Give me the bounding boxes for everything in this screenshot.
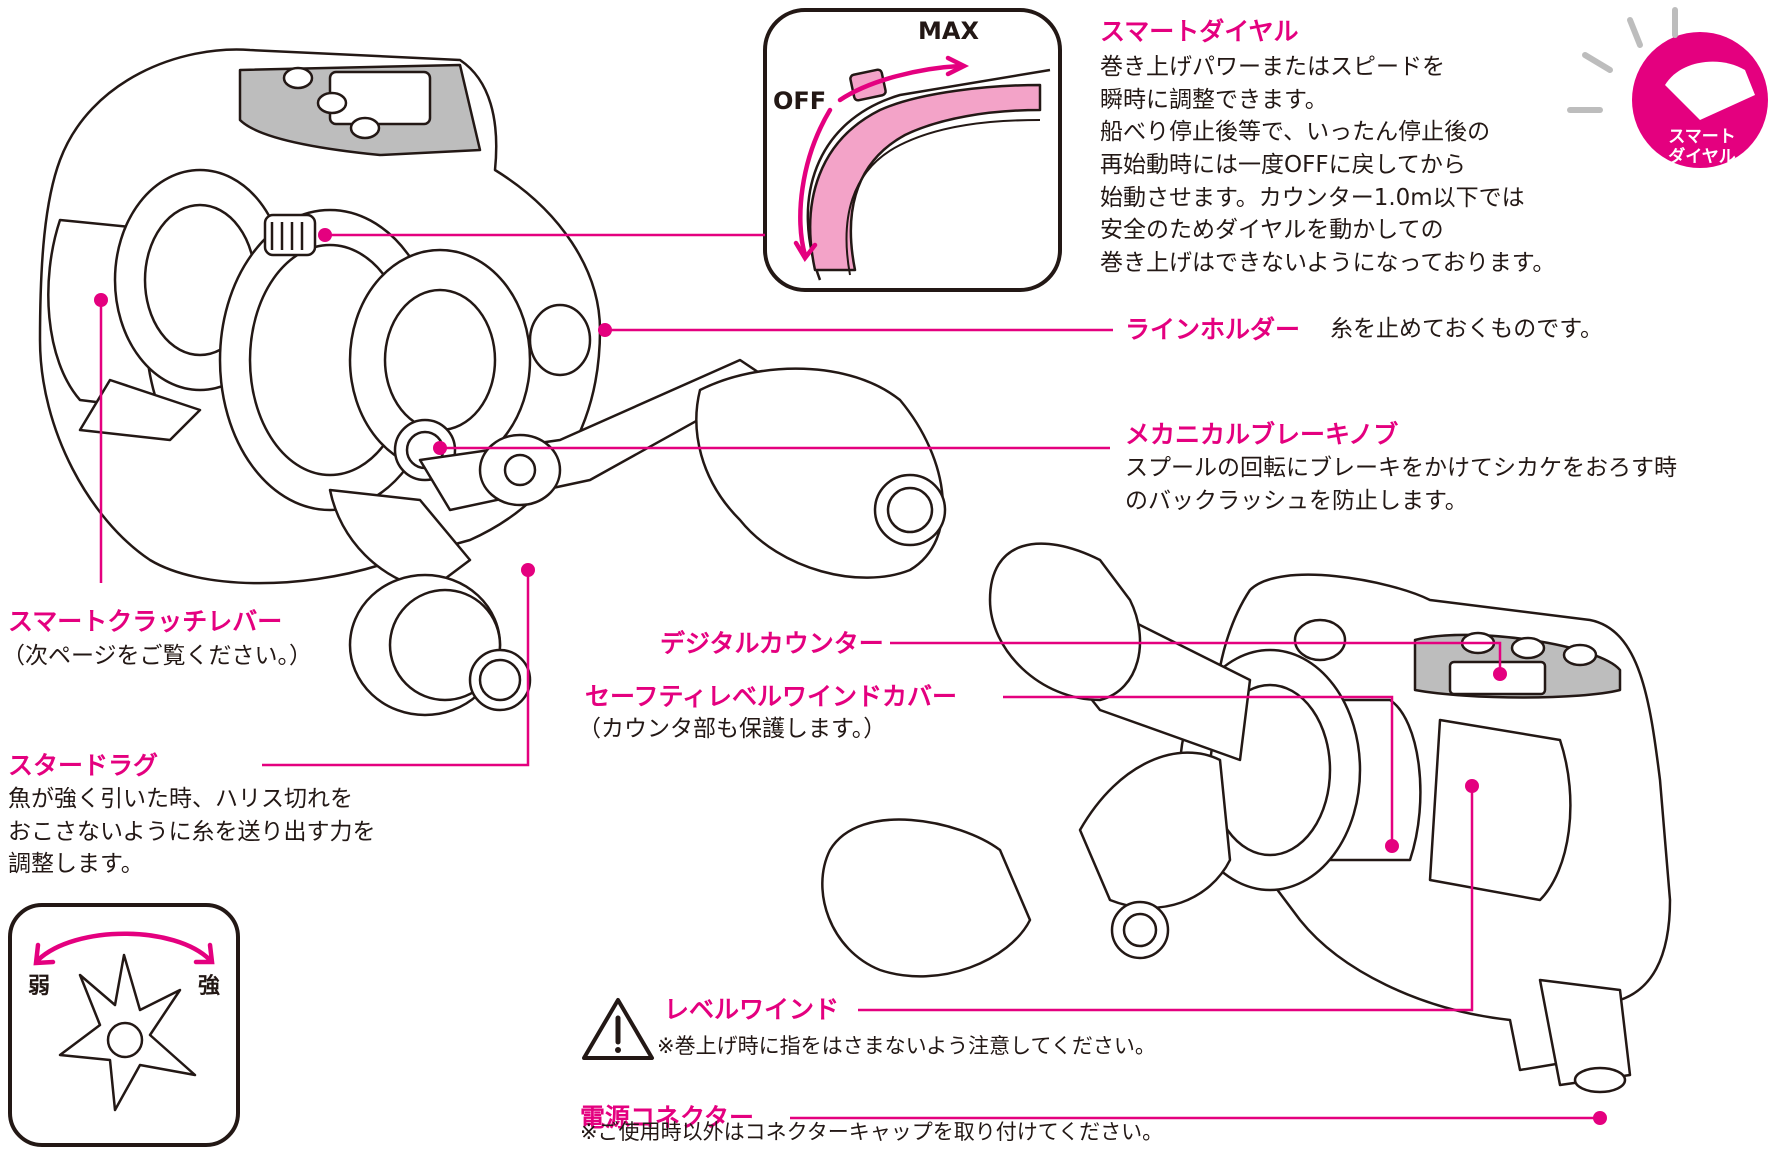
mech-brake-description: スプールの回転にブレーキをかけてシカケをおろす時 のバックラッシュを防止します。 [1125,452,1677,517]
star-drag-line: 魚が強く引いた時、ハリス切れを [8,786,353,812]
mech-brake-line: のバックラッシュを防止します。 [1125,487,1468,514]
smart-dial-line: 始動させます。カウンター1.0m以下では [1100,184,1525,211]
line-holder-title: ラインホルダー [1125,315,1301,344]
badge-line-2: ダイヤル [1668,146,1736,167]
star-drag-title: スタードラグ [8,751,159,780]
star-drag-line: おこさないように糸を送り出す力を [8,818,376,845]
smart-dial-line: 瞬時に調整できます。 [1100,86,1328,113]
star-drag-diagram [8,903,240,1147]
smart-dial-line: 安全のためダイヤルを動かしての [1100,217,1444,244]
warning-icon [582,998,654,1060]
connector-title: 電源コネクター [580,1103,755,1132]
dial-max-label: MAX [918,17,979,45]
level-wind-title: レベルワインド [664,995,840,1024]
mech-brake-line: スプールの回転にブレーキをかけてシカケをおろす時 [1125,455,1677,481]
star-drag-line: 調整します。 [8,851,144,878]
safety-cover-desc: （カウンタ部も保護します。） [578,716,887,742]
dial-off-label: OFF [773,87,827,115]
mech-brake-title: メカニカルブレーキノブ [1125,420,1399,449]
line-holder-desc: 糸を止めておくものです。 [1330,316,1604,342]
leader-lines [99,233,1600,1120]
smart-dial-title: スマートダイヤル [1100,17,1299,46]
smart-dial-line: 再始動時には一度OFFに戻してから [1100,151,1466,178]
drag-weak-label: 弱 [28,974,51,999]
reel-back-view [821,542,1672,1094]
smart-dial-badge-icon [1567,7,1768,168]
drag-strong-label: 強 [198,974,221,999]
clutch-title: スマートクラッチレバー [8,607,283,636]
smart-dial-line: 船べり停止後等で、いったん停止後の [1100,119,1491,146]
connector-note: ※ご使用時以外はコネクターキャップを取り付けてください。 [580,1120,1164,1144]
leader-dots [94,228,1607,1125]
clutch-desc: （次ページをご覧ください。） [2,643,313,669]
smart-dial-description: 巻き上げパワーまたはスピードを 瞬時に調整できます。 船べり停止後等で、いったん… [1100,51,1555,280]
badge-line-1: スマート [1668,127,1736,147]
arrows [33,55,970,966]
safety-cover-title: セーフティレベルワインドカバー [585,682,958,711]
badge-text: スマート ダイヤル [1652,127,1752,167]
smart-dial-line: 巻き上げはできないようになっております。 [1100,249,1556,276]
reel-front-view [38,48,947,717]
level-wind-note: ※巻上げ時に指をはさまないよう注意してください。 [657,1034,1156,1058]
star-drag-description: 魚が強く引いた時、ハリス切れを おこさないように糸を送り出す力を 調整します。 [8,783,376,881]
digital-counter-title: デジタルカウンター [660,629,884,658]
smart-dial-line: 巻き上げパワーまたはスピードを [1100,54,1445,80]
